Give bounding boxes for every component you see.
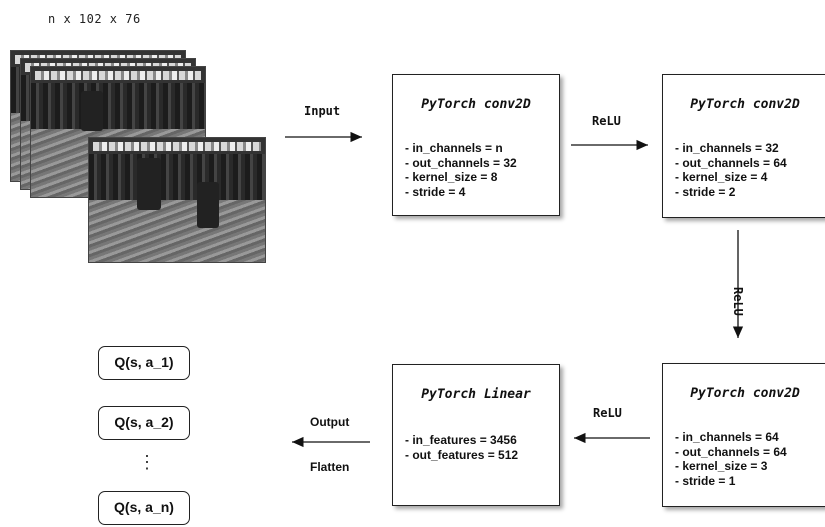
q-value-output-2: Q(s, a_2) (98, 406, 190, 440)
conv2d-block-3: PyTorch conv2D in_channels = 64 out_chan… (662, 363, 825, 507)
relu-label-1: ReLU (592, 114, 621, 128)
param-item: kernel_size = 3 (675, 459, 787, 474)
output-label: Output (310, 415, 350, 429)
linear-block: PyTorch Linear in_features = 3456 out_fe… (392, 364, 560, 506)
param-item: kernel_size = 4 (675, 170, 787, 185)
param-item: out_channels = 64 (675, 445, 786, 460)
block-params: in_channels = 64 out_channels = 64 kerne… (675, 430, 787, 489)
block-title: PyTorch conv2D (690, 97, 800, 112)
conv2d-block-1: PyTorch conv2D in_channels = n out_chann… (392, 74, 560, 216)
param-item: in_channels = 32 (675, 141, 787, 156)
conv2d-block-2: PyTorch conv2D in_channels = 32 out_chan… (662, 74, 825, 218)
param-item: stride = 4 (405, 185, 517, 200)
param-item: in_channels = n (405, 141, 517, 156)
block-params: in_features = 3456 out_features = 512 (405, 433, 518, 462)
param-item: out_channels = 64 (675, 156, 786, 171)
block-params: in_channels = 32 out_channels = 64 kerne… (675, 141, 787, 200)
param-item: stride = 2 (675, 185, 787, 200)
param-item: stride = 1 (675, 474, 787, 489)
param-item: in_channels = 64 (675, 430, 787, 445)
block-title: PyTorch conv2D (690, 386, 800, 401)
block-title: PyTorch conv2D (421, 97, 531, 112)
flatten-label: Flatten (310, 460, 350, 474)
param-item: in_features = 3456 (405, 433, 518, 448)
game-frame (88, 137, 266, 263)
param-item: out_features = 512 (405, 448, 518, 463)
param-item: kernel_size = 8 (405, 170, 517, 185)
relu-label-3: ReLU (593, 406, 622, 420)
param-item: out_channels = 32 (405, 156, 516, 171)
relu-label-2: ReLU (731, 287, 745, 316)
input-label: Input (304, 104, 341, 118)
q-value-output-n: Q(s, a_n) (98, 491, 190, 525)
input-shape-label: n x 102 x 76 (48, 12, 141, 26)
block-title: PyTorch Linear (421, 387, 531, 402)
ellipsis-icon: ⋮ (138, 452, 156, 472)
q-value-output-1: Q(s, a_1) (98, 346, 190, 380)
block-params: in_channels = n out_channels = 32 kernel… (405, 141, 517, 200)
